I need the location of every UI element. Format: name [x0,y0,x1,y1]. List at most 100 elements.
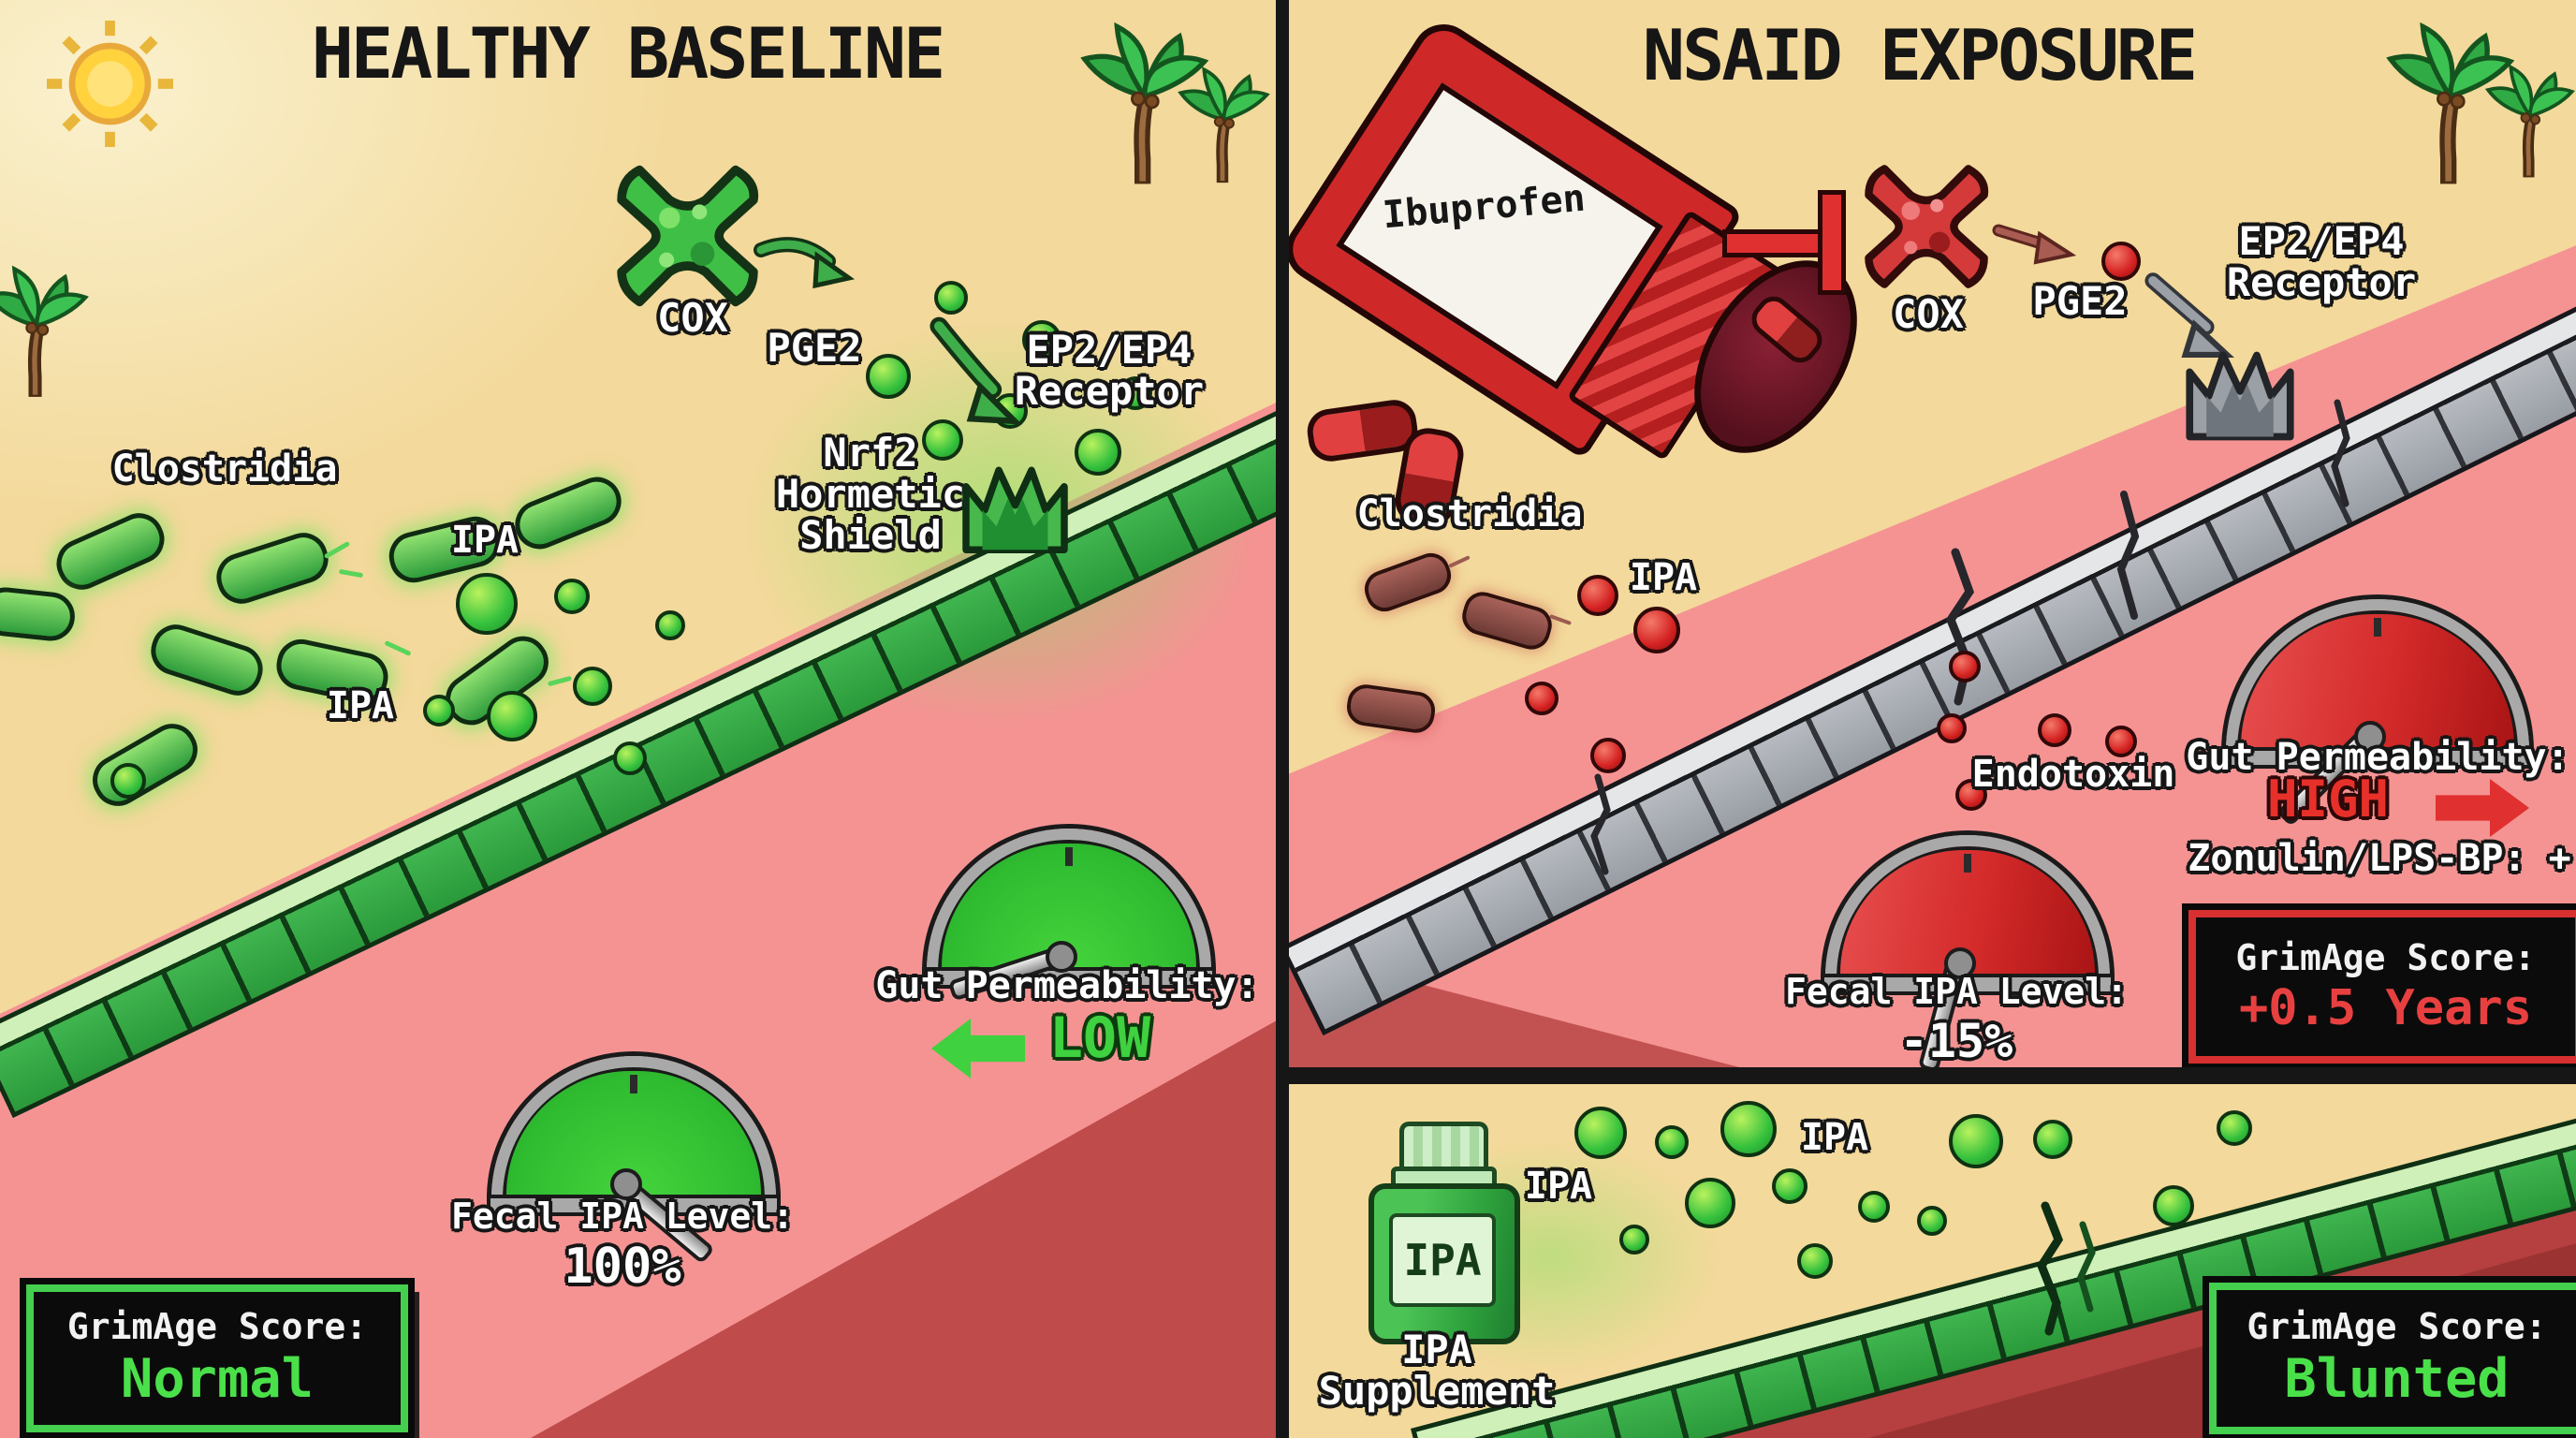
arrow-cox-to-pge2 [754,237,856,289]
inhibition-bar-icon [1818,190,1846,295]
ipa-dot [1720,1101,1777,1157]
ipa-dot [2153,1185,2194,1226]
ipa-dot [1619,1225,1649,1255]
cox-label: COX [657,295,728,341]
ipa-dot [110,763,146,799]
clostridia-label: Clostridia [111,448,338,491]
grimage-score-box: GrimAge Score: Normal [26,1284,408,1432]
flagella [323,540,351,560]
arrow-pge2-to-receptor [2144,272,2235,359]
grimage-score-box: GrimAge Score: +0.5 Years [2188,910,2576,1064]
cox-label: COX [1893,291,1964,337]
bottle-label: IPA [1389,1213,1496,1307]
ipa-dot [2033,1120,2072,1159]
arrow-cox-to-pge2-weak [1992,224,2077,265]
ipa-dot [1655,1125,1689,1159]
ipa-dot [1577,575,1618,616]
endotoxin-dot [1955,779,1987,811]
ipa-dot [487,691,537,741]
endotoxin-dot [2038,713,2071,747]
pge2-dot [2101,242,2141,281]
ipa-dot [423,695,455,726]
flagella [384,639,412,657]
grimage-score-label: GrimAge Score: [66,1306,368,1348]
ipa-dot [1949,1114,2003,1168]
bacteria-icon [83,714,207,815]
palm-tree-icon [1168,54,1276,185]
bacteria-icon [144,618,270,702]
ipa-dot [1574,1107,1627,1159]
pge2-label: PGE2 [2032,278,2128,324]
gut-permeability-label: Gut Permeability: [875,964,1259,1007]
ep2-ep4-receptor-icon [2180,332,2300,443]
panel-title: NSAID EXPOSURE [1642,14,2198,96]
gut-permeability-value: HIGH [2266,770,2390,829]
wall-crack-healing [2036,1201,2096,1336]
pge2-dot [922,419,963,461]
cox-enzyme-icon [610,161,765,311]
bacteria-icon [0,584,78,644]
inhibition-bar-icon [1722,229,1837,257]
fecal-ipa-value: -15% [1899,1014,2013,1067]
endotoxin-dot [1937,713,1967,743]
ipa-dot [1525,682,1559,715]
ipa-label: IPA [450,519,520,562]
ipa-dot [613,741,647,775]
gauge-hub [610,1168,642,1200]
endotoxin-label: Endotoxin [1971,753,2175,796]
grimage-score-value: Blunted [2284,1348,2510,1411]
pge2-dot [1022,320,1061,360]
ipa-dot [1772,1168,1808,1204]
ipa-dot [655,610,685,640]
fecal-ipa-label: Fecal IPA Level: [1784,971,2129,1012]
ipa-dot [554,579,590,614]
endotoxin-dot [1949,651,1981,682]
zonulin-label: Zonulin/LPS-BP: + [2188,837,2571,880]
clostridia-label: Clostridia [1356,492,1583,536]
ipa-dot [1685,1178,1735,1228]
panel-nsaid-exposure: NSAID EXPOSURE Ibuprofen COX [1289,0,2576,1067]
bacteria-icon [210,526,335,610]
ipa-dot [1917,1206,1947,1236]
pge2-dot [1119,376,1152,410]
grimage-score-box: GrimAge Score: Blunted [2209,1283,2576,1434]
bacteria-icon [49,505,172,598]
palm-tree-icon [0,251,95,401]
ipa-supplement-bottle: IPA [1345,1103,1588,1412]
panel-healthy-baseline: HEALTHY BASELINE COX PGE2 EP2/ [0,0,1276,1438]
grimage-score-label: GrimAge Score: [2247,1306,2547,1348]
ipa-label: IPA [326,684,395,727]
ipa-label: IPA [1524,1165,1593,1208]
pge2-dot [866,354,911,399]
pge2-dot [934,281,968,315]
panel-divider-vertical [1276,0,1289,1438]
gut-permeability-value: LOW [1048,1005,1151,1071]
pge2-label: PGE2 [767,325,862,371]
grimage-score-value: +0.5 Years [2238,979,2533,1036]
flagella [338,568,364,579]
ipa-dot [1590,738,1626,773]
sun-icon [47,21,173,147]
cox-enzyme-icon [1855,161,1998,292]
grimage-score-value: Normal [121,1348,314,1411]
ipa-dot [573,667,612,706]
ipa-dot [2217,1110,2252,1146]
gauge-hub [1944,947,1976,979]
endotoxin-dot [2105,726,2137,757]
gauge-hub [1046,941,1077,973]
gauge-hub [2354,721,2386,753]
flagella [547,675,573,687]
palm-tree-icon [2476,51,2576,181]
ep2-ep4-receptor-icon [957,442,1074,562]
ipa-dot [1858,1191,1890,1223]
ipa-label: IPA [1800,1116,1869,1159]
arrow-pge2-to-receptor [929,316,1023,425]
ipa-label: IPA [1629,556,1698,599]
ipa-dot [1797,1243,1833,1279]
